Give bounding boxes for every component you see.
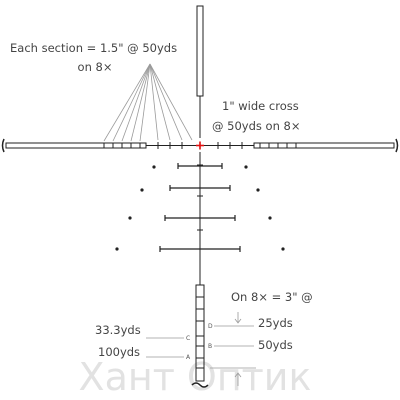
- on8x-label: On 8× = 3" @: [231, 290, 313, 304]
- measure-arrows: [234, 312, 242, 386]
- center-cross: [196, 141, 204, 150]
- bottom-post: [195, 284, 205, 382]
- section-label-line1: Each section = 1.5" @ 50yds: [10, 41, 177, 55]
- windage-dots: [115, 165, 285, 251]
- stadia-leader-lines: [146, 325, 256, 369]
- label-50yds: 50yds: [258, 338, 293, 352]
- holdover-bar-2: [169, 185, 231, 191]
- stadia-letter-d: D: [208, 323, 213, 330]
- cross-label-line2: @ 50yds on 8×: [212, 119, 300, 133]
- holdover-bar-4: [159, 246, 241, 252]
- lower-vertical-ticks: [197, 164, 203, 231]
- bottom-post-sections: [196, 296, 204, 369]
- right-end-mark: [395, 138, 399, 153]
- section-label-line2: on 8×: [78, 60, 113, 74]
- holdover-bar-3: [164, 215, 236, 221]
- stadia-letter-c: C: [186, 335, 190, 342]
- left-post: [5, 142, 147, 149]
- left-end-mark: [1, 138, 5, 153]
- right-post-sections: [259, 143, 297, 148]
- stadia-letter-b: B: [208, 343, 212, 350]
- horizontal-ticks: [157, 142, 243, 149]
- left-post-sections: [103, 143, 141, 148]
- watermark: Хант Оптик: [79, 355, 312, 399]
- stadia-letter-a: A: [186, 354, 191, 361]
- label-33yds: 33.3yds: [95, 323, 141, 337]
- holdover-bar-1: [177, 163, 223, 169]
- section-leader-lines: [103, 63, 193, 142]
- label-100yds: 100yds: [98, 345, 140, 359]
- top-post: [196, 5, 204, 97]
- cross-label-line1: 1" wide cross: [222, 99, 299, 113]
- right-post: [253, 142, 395, 149]
- label-25yds: 25yds: [258, 316, 293, 330]
- bottom-end-mark: [191, 382, 209, 388]
